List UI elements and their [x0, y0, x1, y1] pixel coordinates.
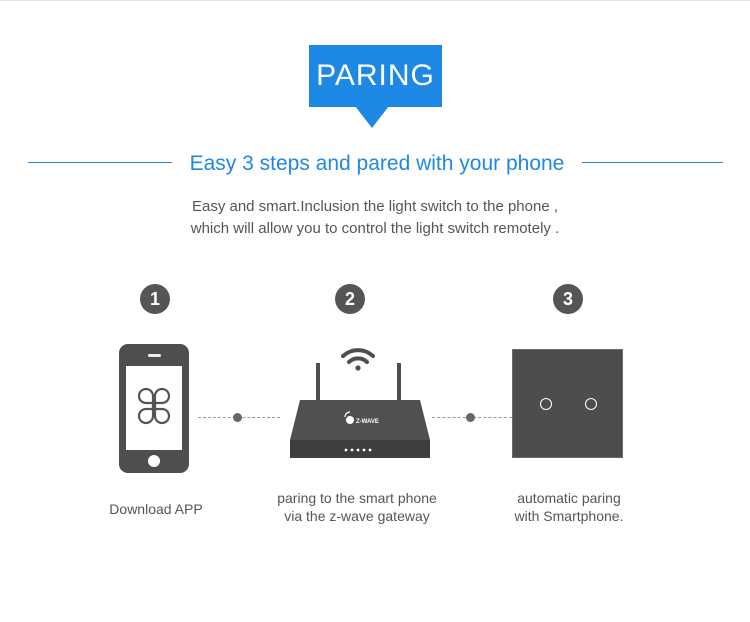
step-number-3: 3 [553, 284, 583, 314]
description-line-2: which will allow you to control the ligh… [190, 220, 560, 237]
description-line-1: Easy and smart.Inclusion the light switc… [191, 198, 559, 215]
step-2-caption-line-2: via the z-wave gateway [284, 508, 430, 524]
zwave-logo-text: Z-WAVE [356, 419, 379, 425]
smartphone-icon [119, 344, 189, 473]
step-2-caption: paring to the smart phone via the z-wave… [262, 489, 452, 525]
connector-dot-2 [466, 413, 475, 422]
connector-dot-1 [233, 413, 242, 422]
light-switch-icon [512, 349, 623, 458]
step-number-1: 1 [140, 284, 170, 314]
wifi-icon [341, 348, 375, 371]
router-leds [344, 448, 372, 452]
phone-screen [126, 366, 182, 450]
step-1-caption: Download APP [96, 500, 216, 518]
badge-label: PARING [316, 59, 435, 92]
step-1-caption-line-1: Download APP [109, 501, 203, 517]
step-3-caption-line-1: automatic paring [517, 490, 621, 506]
router-antenna-left [316, 363, 320, 401]
phone-home-button [148, 455, 160, 467]
router-body [290, 400, 430, 440]
badge-arrow-icon [355, 106, 389, 128]
description: Easy and smart.Inclusion the light switc… [100, 196, 650, 240]
switch-button-left [540, 398, 552, 410]
step-3-caption-line-2: with Smartphone. [514, 508, 624, 524]
headline-rule-right [582, 162, 723, 163]
app-logo-icon [137, 387, 171, 425]
router-antenna-right [397, 363, 401, 401]
zwave-logo-icon: Z-WAVE [344, 411, 379, 425]
phone-speaker [148, 354, 161, 357]
headline-rule-left [28, 162, 172, 163]
paring-badge: PARING [309, 45, 442, 107]
switch-button-right [585, 398, 597, 410]
step-2-caption-line-1: paring to the smart phone [277, 490, 437, 506]
step-number-2: 2 [335, 284, 365, 314]
headline: Easy 3 steps and pared with your phone [189, 152, 565, 175]
step-3-caption: automatic paring with Smartphone. [494, 489, 644, 525]
top-divider [0, 0, 750, 1]
router-icon: Z-WAVE [290, 348, 430, 458]
router-front [290, 440, 430, 458]
